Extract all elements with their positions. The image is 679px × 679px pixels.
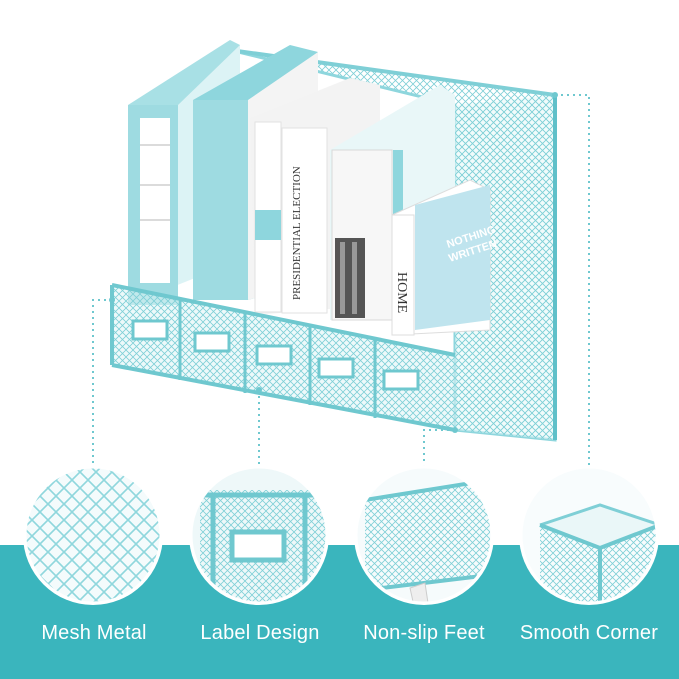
magazines: HOME NOTHING WRITTEN xyxy=(391,179,499,336)
non-slip-feet-icon xyxy=(354,465,494,605)
book-text-1: PRESIDENTIAL ELECTION xyxy=(291,166,303,300)
callout-lines xyxy=(92,94,590,467)
mesh-metal-icon xyxy=(23,465,163,605)
feature-label-label-design: Label Design xyxy=(200,622,320,644)
label-holders xyxy=(131,319,420,391)
book-text-2: HOME xyxy=(394,272,409,313)
organizer-front xyxy=(110,283,456,432)
organizer-frame xyxy=(229,48,557,442)
label-design-icon xyxy=(189,465,329,605)
feature-label-mesh-metal: Mesh Metal xyxy=(41,622,147,644)
feature-label-smooth-corner: Smooth Corner xyxy=(519,622,659,644)
feature-label-non-slip-feet: Non-slip Feet xyxy=(363,622,485,644)
